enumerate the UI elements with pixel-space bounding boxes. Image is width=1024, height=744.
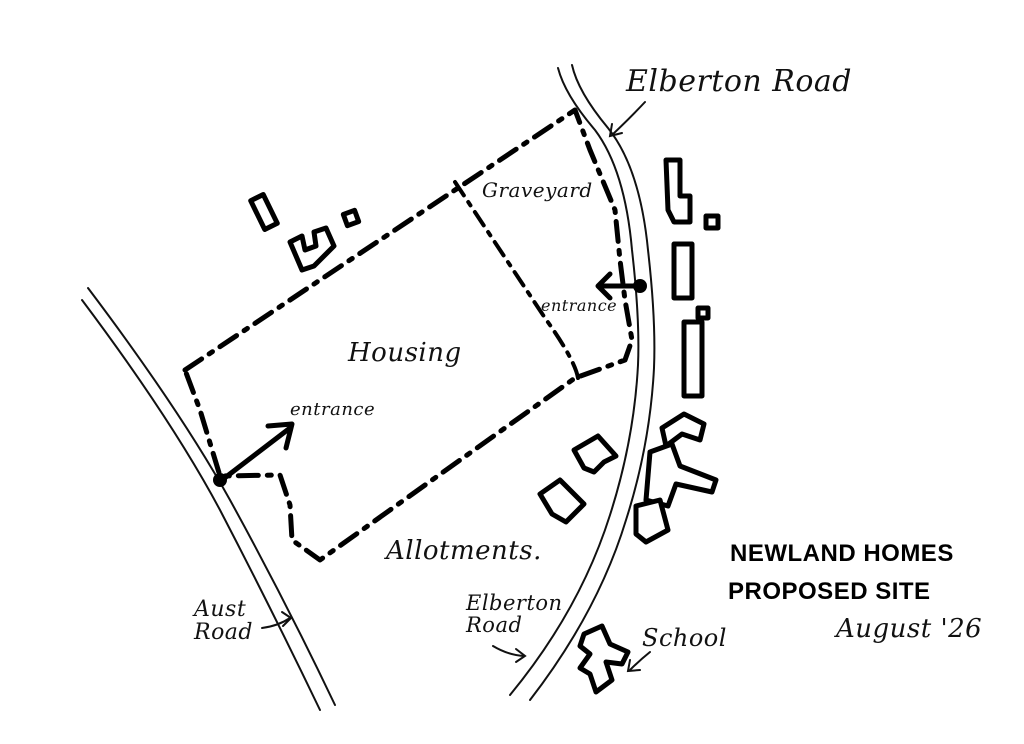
graveyard-label: Graveyard (482, 178, 593, 202)
title-date: August '26 (836, 614, 983, 644)
aust-road-label-line1: Aust (194, 597, 247, 622)
west-entrance-label: entrance (290, 399, 376, 420)
existing-buildings (248, 157, 721, 695)
aust-road (81, 287, 336, 711)
aust-road-label-line2: Road (194, 620, 254, 646)
aust-road-label: Aust Road (194, 598, 253, 644)
label-pointers (261, 101, 651, 673)
east-access-point (633, 279, 647, 293)
housing-label: Housing (348, 338, 462, 368)
elberton-road-bottom-label-line2: Road (466, 613, 523, 638)
elberton-road-bottom-label-line1: Elberton (466, 591, 563, 615)
east-entrance-label: entrance (541, 296, 618, 315)
graveyard-boundary (453, 180, 580, 380)
elberton-road-label: Elberton Road (626, 64, 853, 99)
title-line-2: PROPOSED SITE (728, 578, 931, 605)
elberton-road (509, 64, 656, 701)
allotments-label: Allotments. (386, 536, 542, 566)
west-access-point (213, 473, 227, 487)
site-boundary (182, 107, 635, 563)
title-line-1: NEWLAND HOMES (730, 540, 954, 567)
elberton-road-bottom-label: Elberton Road (466, 592, 563, 636)
school-label: School (642, 624, 727, 652)
